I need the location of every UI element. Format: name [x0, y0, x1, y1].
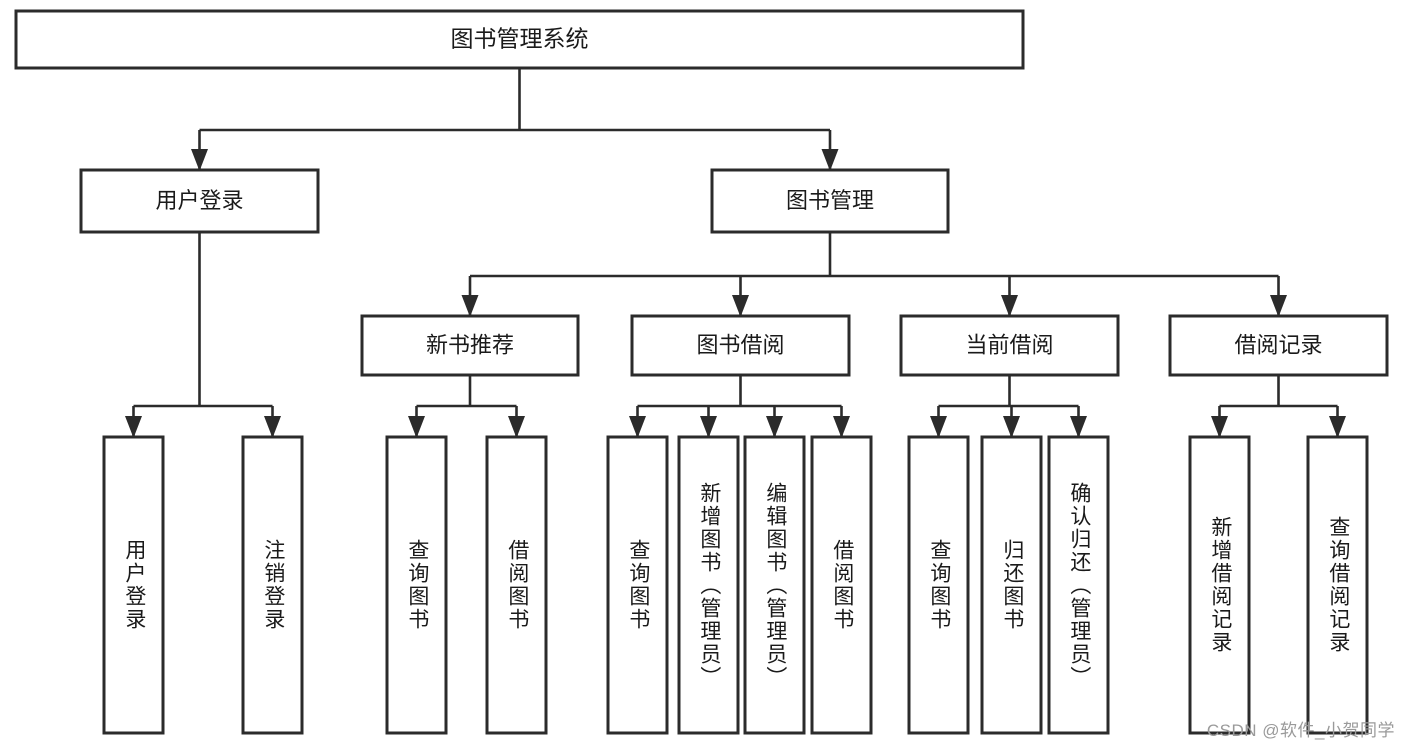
node-level3-1[interactable]: 图书借阅 — [630, 314, 851, 377]
node-leaf-3[interactable] — [485, 435, 548, 735]
node-leaf-1[interactable] — [241, 435, 304, 735]
node-level3-3-label: 借阅记录 — [1234, 332, 1322, 357]
arrow-leaf-5 — [700, 416, 717, 438]
watermark-text: CSDN @软件_小贺同学 — [1206, 721, 1395, 740]
arrow-level3-3 — [1270, 295, 1287, 317]
node-leaf-12-rect[interactable] — [1306, 435, 1369, 735]
node-leaf-0-rect[interactable] — [102, 435, 165, 735]
node-leaf-4-rect[interactable] — [606, 435, 669, 735]
node-leaf-11-rect[interactable] — [1188, 435, 1251, 735]
node-leaf-3-rect[interactable] — [485, 435, 548, 735]
node-level3-2-label: 当前借阅 — [965, 332, 1053, 357]
node-leaf-9[interactable] — [980, 435, 1043, 735]
arrow-leaf-2 — [408, 416, 425, 438]
node-root-label: 图书管理系统 — [451, 26, 589, 52]
arrow-level2-0 — [191, 149, 208, 171]
node-level3-2[interactable]: 当前借阅 — [899, 314, 1120, 377]
arrow-leaf-11 — [1211, 416, 1228, 438]
node-level2-1-label: 图书管理 — [786, 188, 874, 213]
node-leaf-9-rect[interactable] — [980, 435, 1043, 735]
node-leaf-4[interactable] — [606, 435, 669, 735]
node-leaf-8-rect[interactable] — [907, 435, 970, 735]
arrow-leaf-0 — [125, 416, 142, 438]
node-leaf-12[interactable] — [1306, 435, 1369, 735]
node-level3-1-label: 图书借阅 — [696, 332, 784, 357]
node-leaf-2[interactable] — [385, 435, 448, 735]
node-root-rect[interactable] — [14, 9, 1025, 70]
node-level2-1-rect[interactable] — [710, 168, 950, 234]
arrow-level3-1 — [732, 295, 749, 317]
node-leaf-10-rect[interactable] — [1047, 435, 1110, 735]
node-leaf-5[interactable] — [677, 435, 740, 735]
arrow-level3-0 — [461, 295, 479, 317]
arrow-leaf-1 — [264, 416, 281, 438]
arrow-level3-2 — [1001, 295, 1018, 317]
arrow-level2-1 — [821, 149, 839, 171]
arrow-leaf-7 — [833, 416, 850, 438]
node-level2-0-label: 用户登录 — [155, 188, 243, 213]
arrow-leaf-12 — [1329, 416, 1346, 438]
arrow-leaf-10 — [1070, 416, 1087, 438]
node-leaf-6-rect[interactable] — [743, 435, 806, 735]
arrow-leaf-6 — [766, 416, 783, 438]
node-leaf-5-rect[interactable] — [677, 435, 740, 735]
arrow-leaf-4 — [629, 416, 646, 438]
node-leaf-1-rect[interactable] — [241, 435, 304, 735]
node-leaf-11[interactable] — [1188, 435, 1251, 735]
node-leaf-2-rect[interactable] — [385, 435, 448, 735]
node-level2-0-rect[interactable] — [79, 168, 320, 234]
node-leaf-7-rect[interactable] — [810, 435, 873, 735]
node-level3-0-label: 新书推荐 — [426, 332, 514, 357]
node-leaf-6[interactable] — [743, 435, 806, 735]
node-level2-0[interactable]: 用户登录 — [79, 168, 320, 234]
node-leaf-0[interactable] — [102, 435, 165, 735]
node-leaf-7[interactable] — [810, 435, 873, 735]
arrow-leaf-9 — [1003, 416, 1020, 438]
node-leaf-8[interactable] — [907, 435, 970, 735]
node-level2-1[interactable]: 图书管理 — [710, 168, 950, 234]
node-leaf-10[interactable] — [1047, 435, 1110, 735]
node-level3-0[interactable]: 新书推荐 — [360, 314, 580, 377]
node-level3-3-rect[interactable] — [1168, 314, 1389, 377]
node-level3-3[interactable]: 借阅记录 — [1168, 314, 1389, 377]
arrow-leaf-8 — [930, 416, 947, 438]
node-root[interactable]: 图书管理系统 — [14, 9, 1025, 70]
arrow-leaf-3 — [508, 416, 525, 438]
